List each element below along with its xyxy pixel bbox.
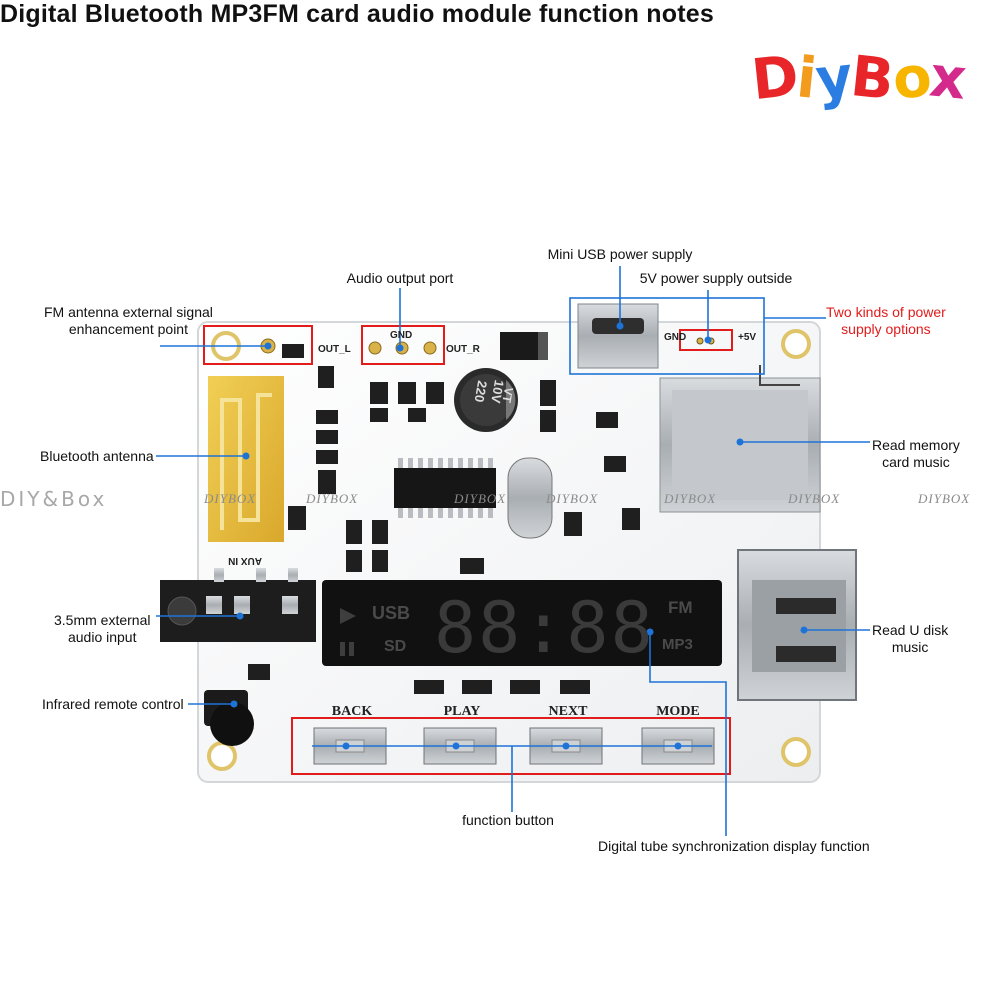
- label-mini-usb: Mini USB power supply: [547, 246, 693, 262]
- display-digits: 88:88: [434, 587, 655, 669]
- silk-plus5v: +5V: [738, 332, 757, 343]
- audio-output-box: [361, 325, 445, 365]
- button-label-play: PLAY: [443, 704, 481, 719]
- highlight-boxes: [203, 325, 733, 775]
- label-display-function: Digital tube synchronization display fun…: [598, 838, 870, 854]
- button-label-mode: MODE: [656, 704, 700, 719]
- smd-components: [248, 344, 640, 694]
- mounting-hole: [781, 737, 811, 767]
- electrolytic-capacitor: [454, 368, 518, 432]
- segment-display: [322, 580, 722, 666]
- mounting-hole: [207, 741, 237, 771]
- watermark: DIYBOX: [918, 491, 971, 506]
- main-ic: [394, 458, 496, 518]
- watermark: DIYBOX: [546, 491, 599, 506]
- label-fm-antenna: FM antenna external signal enhancement p…: [44, 304, 213, 337]
- watermark: DIYBOX: [788, 491, 841, 506]
- power-pins-box: [679, 329, 733, 351]
- label-power-options: Two kinds of power supply options: [826, 304, 946, 337]
- silk-out-l: OUT_L: [318, 344, 351, 355]
- callout-lines: [156, 266, 870, 836]
- watermark-main: DIY&Box: [0, 487, 108, 511]
- label-5v-supply: 5V power supply outside: [639, 270, 793, 286]
- silk-gnd-power: GND: [664, 332, 687, 343]
- label-function-button: function button: [462, 812, 554, 828]
- silk-out-r: OUT_R: [446, 344, 480, 355]
- label-bluetooth-antenna: Bluetooth antenna: [40, 448, 154, 464]
- label-u-disk: Read U disk music: [872, 622, 949, 655]
- function-buttons-box: [291, 717, 731, 775]
- mounting-hole: [781, 329, 811, 359]
- mini-usb-connector: [577, 303, 659, 369]
- label-aux-input: 3.5mm external audio input: [54, 612, 151, 645]
- label-memory-card: Read memory card music: [872, 437, 960, 470]
- button-label-back: BACK: [331, 704, 373, 719]
- display-mp3: MP3: [662, 636, 693, 653]
- label-audio-output: Audio output port: [346, 270, 454, 286]
- silk-gnd-audio: GND: [390, 330, 413, 341]
- capacitor-series: VT: [499, 386, 516, 404]
- watermark: DIYBOX: [204, 491, 257, 506]
- fm-antenna-box: [203, 325, 313, 365]
- label-ir-remote: Infrared remote control: [42, 696, 184, 712]
- watermark: DIYBOX: [454, 491, 507, 506]
- display-usb: USB: [372, 603, 411, 623]
- watermark: DIYBOX: [306, 491, 359, 506]
- usb-a-port: [737, 549, 857, 701]
- display-fm: FM: [668, 598, 693, 617]
- watermark: DIYBOX: [664, 491, 717, 506]
- silk-aux-in: AUX IN: [228, 555, 262, 566]
- button-label-next: NEXT: [548, 704, 588, 719]
- audio-jack: [160, 568, 316, 642]
- diagram-title: Digital Bluetooth MP3FM card audio modul…: [0, 0, 714, 28]
- display-sd: SD: [384, 638, 407, 655]
- ir-receiver: [204, 690, 254, 746]
